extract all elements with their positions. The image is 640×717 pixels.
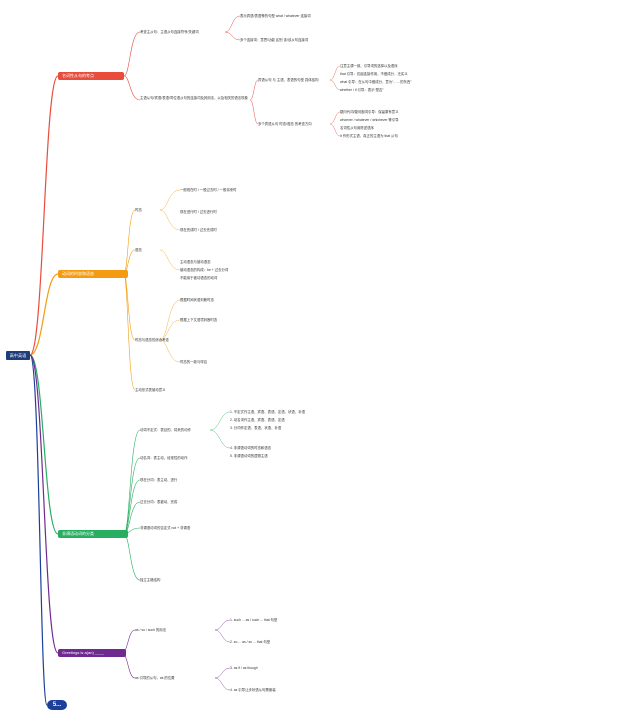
b1-sub-2b: 多个宾语从句 时态/语态 的考查方向 xyxy=(258,122,312,126)
b3-leaf-2: 2. 动名词作主语、宾语、表语、定语 xyxy=(230,418,285,422)
b2-leaf-1b: 现在进行时 / 过去进行时 xyxy=(180,210,217,214)
b3-sub-6: 独立主格结构 xyxy=(140,578,161,582)
b3-sub-3: 现在分词：表主动、进行 xyxy=(140,478,178,482)
b3-sub-5: 非谓语动词的否定式 not + 非谓语 xyxy=(140,526,191,530)
b3-leaf-4: 4. 非谓语动词的时态和语态 xyxy=(230,446,272,450)
b3-sub-4: 过去分词：表被动、完成 xyxy=(140,500,178,504)
branch-node-1[interactable]: 名词性从句的考点 xyxy=(58,72,124,80)
b1-sub-2: 主语从句/宾语/表语/同位语从句的连接词及其用法，以及相关的语法现象 xyxy=(140,96,248,100)
b1-leaf-7: 名词性从句用陈述语序 xyxy=(340,126,374,130)
b4-leaf-4: 4. as 引导让步状语从句需倒装 xyxy=(230,688,276,692)
b1-sub-1b: 多个连接词：意思/功能 区别 该/该从句连接词 xyxy=(240,38,309,42)
b2-sub-1: 时态 xyxy=(135,208,142,212)
b2-leaf-2c: 不能用于被动语态的动词 xyxy=(180,276,218,280)
b1-leaf-3: what 引导：在从句中做成分，意为“……的东西” xyxy=(340,80,412,84)
connector-root-b1 xyxy=(29,75,59,356)
b1-sub-1: 考查主从句：主语从句连接符号/关键词 xyxy=(140,30,199,34)
b2-leaf-2b: 被动语态的构成：be + 过去分词 xyxy=(180,268,229,272)
b2-leaf-3a: 根据时间状语判断时态 xyxy=(180,298,214,302)
b1-leaf-6: whoever / whatever / whichever 等引导 xyxy=(340,118,399,122)
connector-root-more xyxy=(29,354,48,706)
b1-sub-2a: 宾语从句 与 主语、表语的句型 具体结构 xyxy=(258,78,319,82)
more-node[interactable]: 5... xyxy=(47,700,67,710)
branch-node-2[interactable]: 动词的时态和语态 xyxy=(58,270,128,278)
branch-node-3[interactable]: 非谓语动词的分类 xyxy=(58,530,128,538)
b1-leaf-4: whether / if 引导：表示“是否” xyxy=(340,88,384,92)
b1-leaf-1: 注意主谓一致、引导词的选择以及语序 xyxy=(340,64,398,68)
b1-leaf-8: It 作形式主语，真正的主语为 that 从句 xyxy=(340,134,398,138)
root-node[interactable]: 高中英语 xyxy=(6,351,30,360)
b2-leaf-3b: 根据上下文语境判断时态 xyxy=(180,318,218,322)
b3-leaf-5: 5. 非谓语动词的逻辑主语 xyxy=(230,454,268,458)
b3-sub-1: 动词不定式：表目的、将来的动作 xyxy=(140,428,191,432)
b3-sub-2: 动名词：表主动、经常性的动作 xyxy=(140,456,188,460)
b2-leaf-3c: 时态的一致与呼应 xyxy=(180,360,208,364)
b1-leaf-2: that 引导：仅起连接作用，不做成分，无实义 xyxy=(340,72,408,76)
b2-leaf-2a: 主动语态与被动语态 xyxy=(180,260,211,264)
connector-root-b3 xyxy=(29,354,59,535)
connector-root-b2 xyxy=(29,273,59,356)
b3-leaf-3: 3. 分词作定语、表语、状语、补语 xyxy=(230,426,282,430)
b1-sub-1a: 表示宾语/表语等的句型 what / whatever 连接词 xyxy=(240,14,311,18)
b4-sub-2: as 引导的从句，as 的位置 xyxy=(135,676,175,680)
b4-leaf-3: 3. as if / as though xyxy=(230,666,258,670)
b4-leaf-2: 2. so ... as / so ... that 句型 xyxy=(230,640,271,644)
b2-leaf-1a: 一般现在时 / 一般过去时 / 一般将来时 xyxy=(180,188,237,192)
b2-leaf-3d: 主动形式表被动意义 xyxy=(135,388,166,392)
b2-leaf-1c: 现在完成时 / 过去完成时 xyxy=(180,228,217,232)
b2-sub-3: 时态与语态的综合考查 xyxy=(135,338,169,342)
b3-leaf-1: 1. 不定式作主语、宾语、表语、定语、状语、补语 xyxy=(230,410,305,414)
b2-sub-2: 语态 xyxy=(135,248,142,252)
branch-node-4[interactable]: Greetings is a(an) ____ xyxy=(58,649,126,657)
b1-leaf-5: 疑问代词/疑问副词引导：保留原有意义 xyxy=(340,110,399,114)
connector-root-b4 xyxy=(29,354,59,654)
b4-sub-1: as / so / such 的用法 xyxy=(135,628,167,632)
b4-leaf-1: 1. such ... as / such ... that 句型 xyxy=(230,618,278,622)
